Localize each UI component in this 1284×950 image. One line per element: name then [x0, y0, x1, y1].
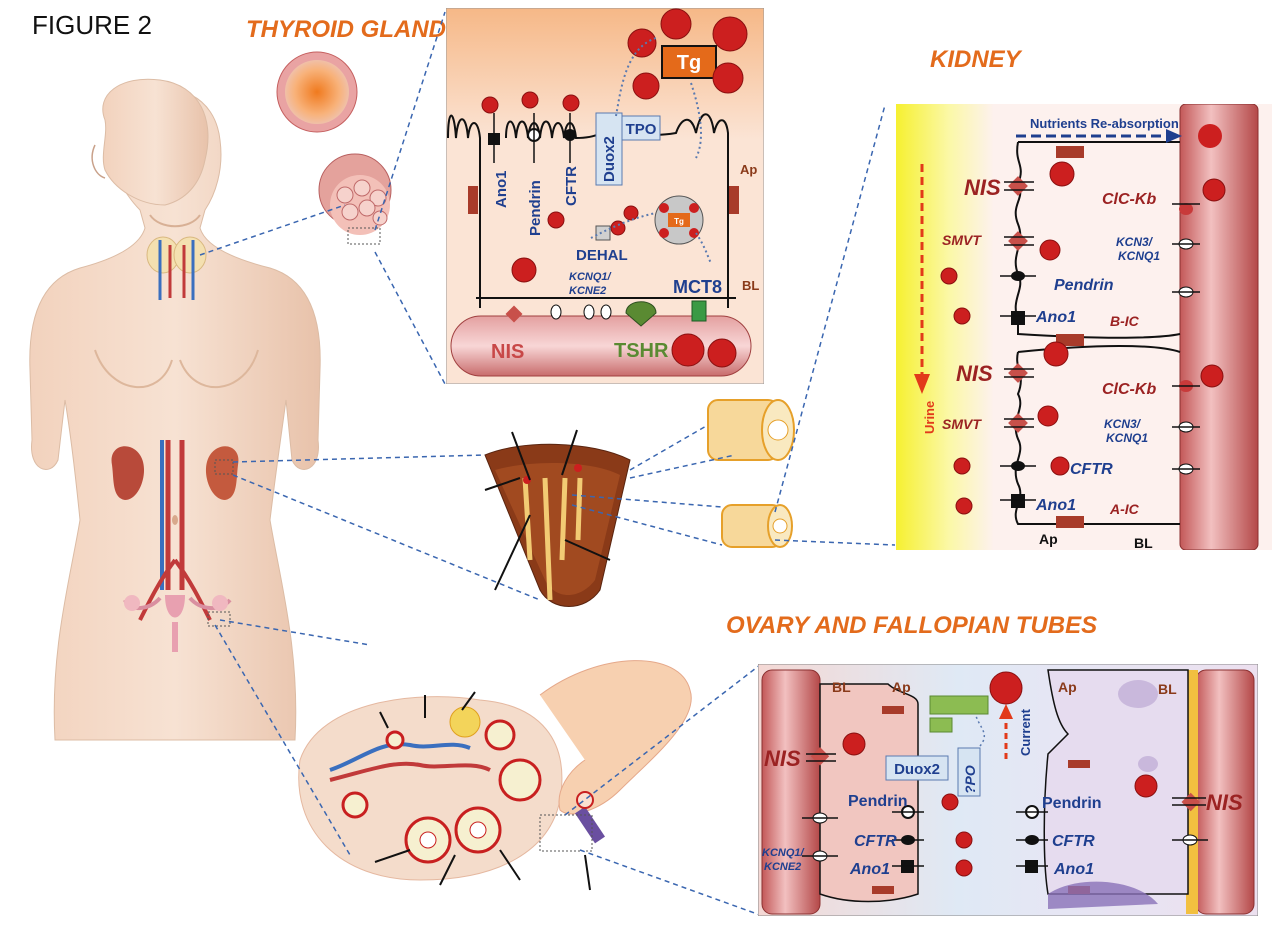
ovary-nis-right: NIS	[1206, 790, 1243, 815]
kcne2-label: KCNE2	[569, 285, 606, 297]
urine-label: Urine	[922, 401, 937, 434]
ovary-pendrin-right: Pendrin	[1042, 795, 1102, 812]
kidney-cftr: CFTR	[1070, 461, 1113, 478]
ovary-ano1-left: Ano1	[849, 861, 890, 878]
ovary-kcne2: KCNE2	[764, 861, 801, 873]
body-silhouette	[29, 88, 321, 741]
figure-label: FIGURE 2	[32, 10, 152, 40]
kidney-b-ic: B-IC	[1110, 313, 1140, 329]
nis-label: NIS	[491, 341, 524, 363]
cftr-label: CFTR	[563, 166, 580, 206]
thyroid-cell-panel: Tg Duox2 TPO Ano1 Pendrin CFTR DEHAL Tg …	[446, 8, 764, 384]
tshr-label: TSHR	[614, 340, 669, 362]
ovary-cftr-right: CFTR	[1052, 833, 1095, 850]
body-kidneys	[111, 440, 239, 621]
pendrin-label: Pendrin	[527, 180, 544, 236]
kidney-nis-2: NIS	[956, 361, 993, 386]
kidney-clckb-1: ClC-Kb	[1102, 191, 1156, 208]
mct8-label: MCT8	[673, 277, 722, 297]
dehal-label: DEHAL	[576, 247, 628, 264]
connector-lines	[199, 11, 896, 916]
ovary-bl-right: BL	[1158, 681, 1177, 697]
thyroid-bl-label: BL	[742, 278, 759, 293]
kidney-nis-1: NIS	[964, 175, 1001, 200]
ovary-current: Current	[1018, 708, 1033, 756]
kidney-kcnq1-1: KCNQ1	[1118, 249, 1160, 263]
kidney-ano1-a: Ano1	[1035, 309, 1076, 326]
kidney-ano1-b: Ano1	[1035, 497, 1076, 514]
kidney-kcnq1-2: KCNQ1	[1106, 431, 1148, 445]
kidney-pendrin: Pendrin	[1054, 277, 1114, 294]
kidney-smvt-1: SMVT	[942, 232, 982, 248]
ovary-tpo: ?PO	[962, 765, 978, 794]
ovary-kcnq1: KCNQ1/	[762, 847, 806, 859]
kidney-ap: Ap	[1039, 531, 1058, 547]
kidney-clckb-2: ClC-Kb	[1102, 381, 1156, 398]
kidney-bl: BL	[1134, 535, 1153, 550]
ovary-cell-panel: Duox2 ?PO Current BL Ap Ap BL NIS NIS Pe…	[758, 664, 1258, 916]
ovary-pendrin-left: Pendrin	[848, 793, 908, 810]
kidney-kcn3-1: KCN3/	[1116, 235, 1154, 249]
ano1-label: Ano1	[493, 171, 510, 209]
thyroid-title: THYROID GLAND	[246, 16, 446, 43]
ovary-ap-left: Ap	[892, 679, 911, 695]
kidney-a-ic: A-IC	[1109, 501, 1140, 517]
tg-label: Tg	[677, 52, 701, 74]
tpo-label: TPO	[626, 121, 657, 138]
kcnq1-label: KCNQ1/	[569, 271, 613, 283]
thyroid-ap-label: Ap	[740, 162, 757, 177]
ovary-duox2: Duox2	[894, 761, 940, 778]
tg-small-label: Tg	[674, 217, 684, 226]
nutrients-label: Nutrients Re-absorption	[1030, 116, 1179, 131]
kidney-smvt-2: SMVT	[942, 416, 982, 432]
iodide-ions	[481, 91, 737, 368]
ovary-illustration	[298, 660, 692, 891]
thyroid-follicle-icons	[276, 51, 392, 245]
tubule-icons	[707, 399, 795, 548]
ovary-ap-right: Ap	[1058, 679, 1077, 695]
kidney-title: KIDNEY	[930, 46, 1021, 73]
kidney-cross-section	[484, 429, 631, 607]
duox2-label: Duox2	[601, 136, 618, 182]
ovary-cftr-left: CFTR	[854, 833, 897, 850]
ovary-bl-left: BL	[832, 679, 851, 695]
ovary-ano1-right: Ano1	[1053, 861, 1094, 878]
ovary-title: OVARY AND FALLOPIAN TUBES	[726, 612, 1098, 639]
ovary-nis-left: NIS	[764, 746, 801, 771]
kidney-cell-panel: Nutrients Re-absorption Urine NIS SMVT P…	[896, 104, 1272, 550]
body-uterus	[123, 595, 232, 652]
kidney-kcn3-2: KCN3/	[1104, 417, 1142, 431]
neck-thyroid	[146, 236, 207, 300]
